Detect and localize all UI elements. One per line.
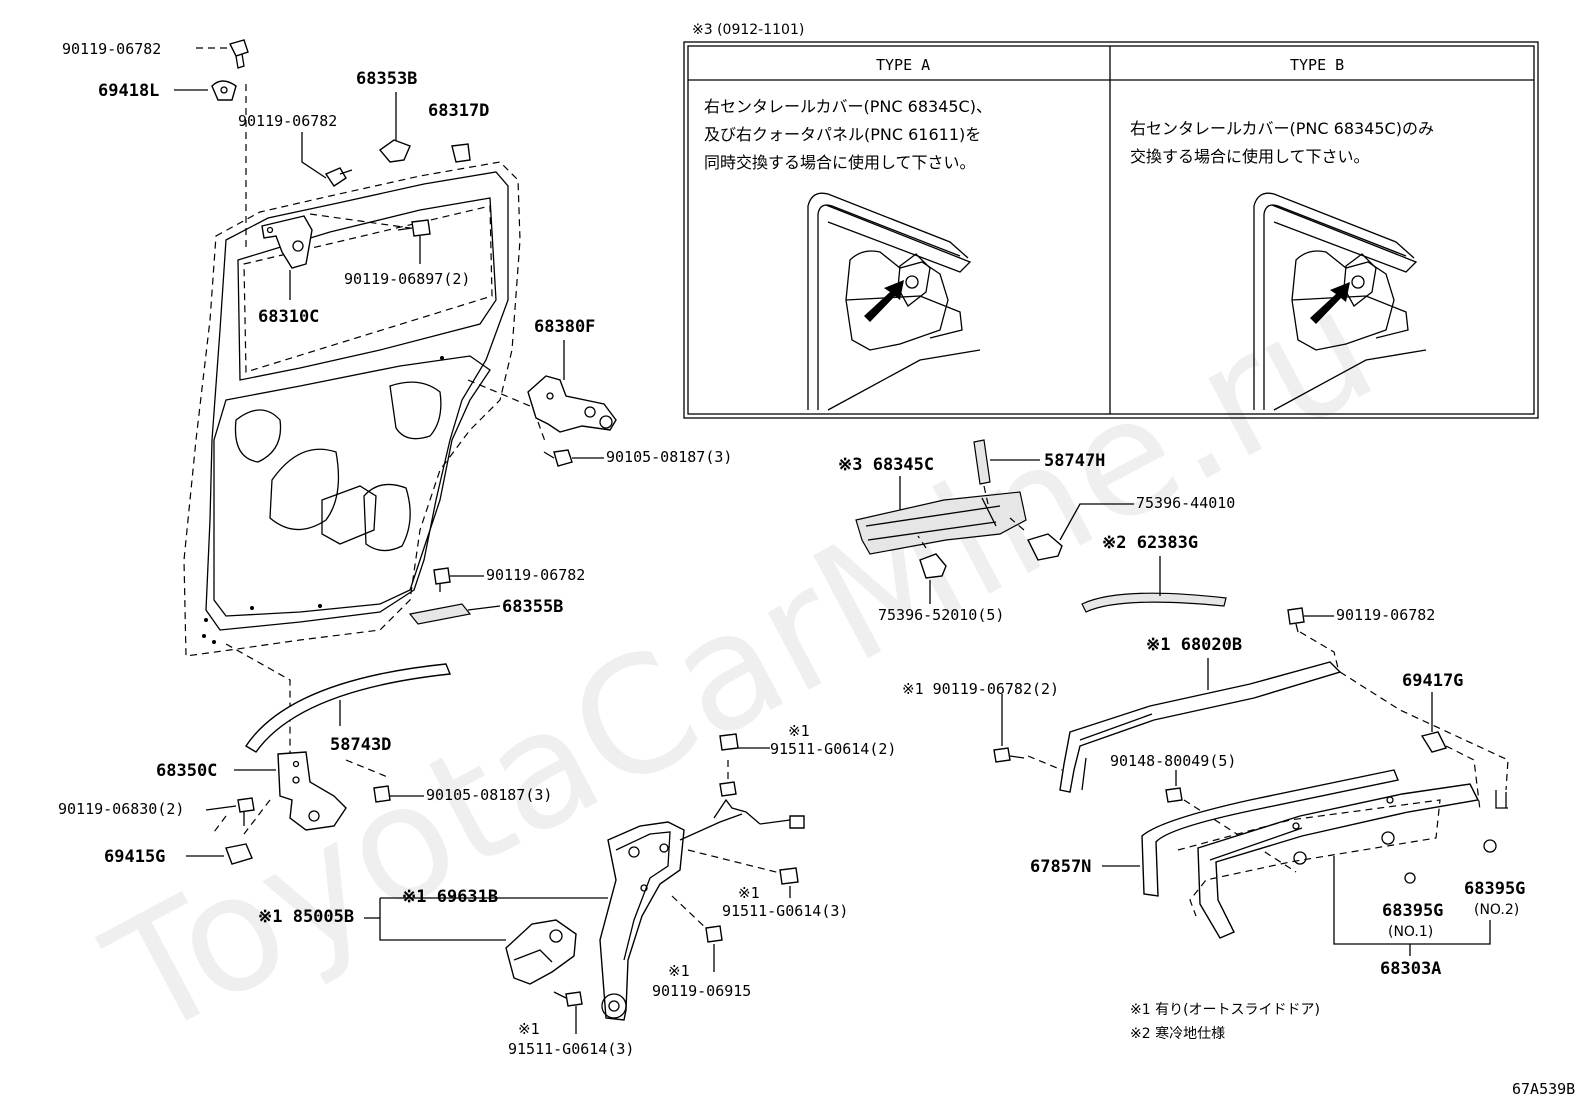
seal-62383G: [1081, 592, 1227, 613]
roller-68380F: [527, 375, 617, 433]
strip-58747H: [973, 439, 991, 505]
type-a-line-3: 同時交換する場合に使用して下さい。: [704, 153, 976, 172]
bolt-90119-06897: [397, 219, 431, 237]
bolt-90119-06830: [237, 797, 255, 826]
type-b-line-1: 右センタレールカバー(PNC 68345C)のみ: [1130, 119, 1434, 138]
clip-75396-52010: [917, 535, 947, 579]
label-91511-b-mark: ※1: [738, 884, 760, 902]
label-69415G: 69415G: [104, 847, 165, 867]
bracket-69418L: [211, 80, 237, 101]
type-b-title: TYPE B: [1290, 56, 1344, 74]
label-68395G-2: 68395G: [1464, 879, 1525, 899]
cover-68355B: [408, 603, 472, 625]
weatherstrip-58743D: [245, 663, 451, 753]
bolt-90119-06782-mid: [433, 567, 451, 592]
label-68380F: 68380F: [534, 317, 595, 337]
label-67857N: 67857N: [1030, 857, 1091, 877]
label-91511-a-mark: ※1: [788, 722, 810, 740]
label-68355B: 68355B: [502, 597, 563, 617]
label-90119-06782-right: 90119-06782: [1336, 606, 1435, 624]
bolt-91511-a: [719, 733, 739, 751]
type-a-illustration: [807, 192, 981, 411]
part-68353B: [378, 92, 411, 163]
hinge-68310C: [261, 215, 313, 269]
label-68395G-2-sub: (NO.2): [1474, 902, 1519, 918]
label-91511-b-num: 91511-G0614(3): [722, 902, 848, 920]
bolt-90119-06782-right: [1287, 607, 1305, 633]
inset-header: ※3 (0912-1101): [692, 22, 804, 38]
diagram-code: 67A539B: [1512, 1080, 1575, 1098]
rail-68020B: [1059, 661, 1342, 793]
inset-box: ※3 (0912-1101) TYPE A TYPE B 右センタレールカバー(…: [683, 22, 1539, 419]
label-58743D: 58743D: [330, 735, 391, 755]
bolt-90105-08187-a: [543, 449, 573, 467]
label-68310C: 68310C: [258, 307, 319, 327]
label-68317D: 68317D: [428, 101, 489, 121]
type-b-illustration: [1253, 192, 1427, 411]
regulator-69631B: [599, 781, 805, 1021]
label-75396-52010: 75396-52010(5): [878, 606, 1004, 624]
label-69631B: ※1 69631B: [402, 887, 498, 907]
label-90105-08187-a: 90105-08187(3): [606, 448, 732, 466]
label-58747H: 58747H: [1044, 451, 1105, 471]
bolt-90119-06782-hinge: [324, 167, 353, 187]
label-90119-06915-num: 90119-06915: [652, 982, 751, 1000]
label-68345C: ※3 68345C: [838, 455, 934, 475]
label-62383G: ※2 62383G: [1102, 533, 1198, 553]
label-90119-06897: 90119-06897(2): [344, 270, 470, 288]
label-68303A: 68303A: [1380, 959, 1441, 979]
bolt-91511-c: [553, 991, 583, 1007]
label-85005B: ※1 85005B: [258, 907, 354, 927]
type-b-line-2: 交換する場合に使用して下さい。: [1130, 147, 1370, 166]
label-91511-a-num: 91511-G0614(2): [770, 740, 896, 758]
label-90119-06782-top: 90119-06782: [62, 40, 161, 58]
note-1: ※1 有り(オートスライドドア): [1130, 1002, 1320, 1018]
label-68353B: 68353B: [356, 69, 417, 89]
label-68395G-1-sub: (NO.1): [1388, 924, 1433, 940]
label-90119-06830: 90119-06830(2): [58, 800, 184, 818]
door-panel: [183, 161, 521, 657]
cover-68345C: [855, 491, 1027, 555]
bolt-90119-06782-top: [196, 39, 249, 69]
rail-68303A: [1177, 783, 1497, 939]
label-68395G-1: 68395G: [1382, 901, 1443, 921]
bolt-91511-b: [779, 867, 799, 885]
type-a-title: TYPE A: [876, 56, 930, 74]
label-90119-06782-hinge: 90119-06782: [238, 112, 337, 130]
part-68317D: [451, 143, 471, 163]
seal-67857N: [1141, 769, 1399, 897]
motor-85005B: [505, 919, 577, 985]
label-90119-06782-2: ※1 90119-06782(2): [902, 680, 1059, 698]
label-90119-06915-mark: ※1: [668, 962, 690, 980]
inset-border-inner: [687, 45, 1535, 415]
bolt-90119-06915: [705, 925, 723, 943]
label-91511-c-num: 91511-G0614(3): [508, 1040, 634, 1058]
type-a-line-1: 右センタレールカバー(PNC 68345C)、: [704, 97, 992, 116]
label-91511-c-mark: ※1: [518, 1020, 540, 1038]
clip-75396-44010: [1009, 517, 1063, 561]
label-90105-08187-b: 90105-08187(3): [426, 786, 552, 804]
label-90148-80049: 90148-80049(5): [1110, 752, 1236, 770]
label-69418L: 69418L: [98, 81, 159, 101]
bolt-90119-06782-2: [993, 747, 1063, 771]
label-68350C: 68350C: [156, 761, 217, 781]
watermark: ToyotaCarMine.ru: [79, 252, 1402, 1074]
label-90119-06782-mid: 90119-06782: [486, 566, 585, 584]
bracket-69415G: [225, 843, 253, 865]
hinge-68350C: [277, 751, 347, 831]
label-69417G: 69417G: [1402, 671, 1463, 691]
note-2: ※2 寒冷地仕様: [1130, 1025, 1225, 1042]
inset-border-outer: [683, 41, 1539, 419]
bolt-90105-08187-b: [373, 785, 391, 803]
label-75396-44010: 75396-44010: [1136, 494, 1235, 512]
bracket-69417G: [1339, 671, 1509, 811]
type-a-line-2: 及び右クォータパネル(PNC 61611)を: [704, 125, 981, 144]
label-68020B: ※1 68020B: [1146, 635, 1242, 655]
